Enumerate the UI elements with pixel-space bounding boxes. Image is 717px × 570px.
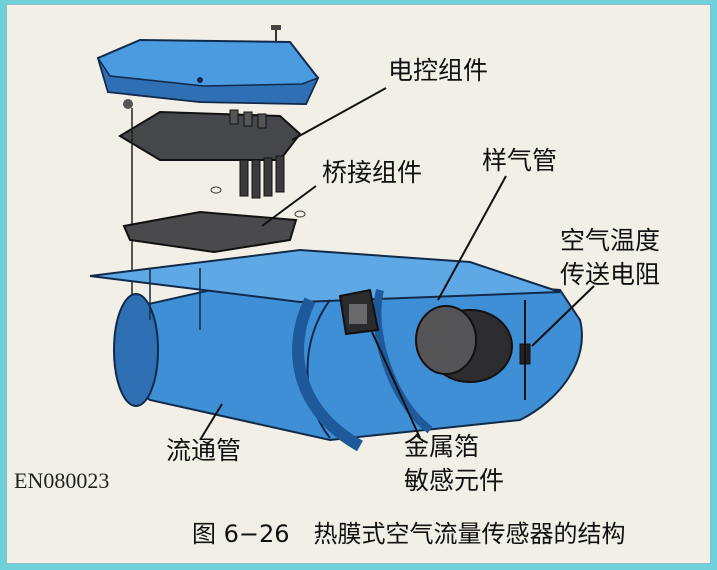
top-cover xyxy=(96,38,320,106)
leader-lines xyxy=(199,87,595,441)
caption-number: 图 6−26 xyxy=(192,520,290,548)
label-sample-tube: 样气管 xyxy=(482,146,558,175)
figure-caption: 图 6−26 热膜式空气流量传感器的结构 xyxy=(192,514,650,549)
label-metal-foil-line2: 敏感元件 xyxy=(404,466,505,495)
label-metal-foil-line1: 金属箔 xyxy=(404,432,480,461)
ecu-screw-icon xyxy=(123,99,133,320)
air-temp-resistor xyxy=(519,300,531,400)
caption-title: 热膜式空气流量传感器的结构 xyxy=(313,520,626,548)
cover-screw-icon xyxy=(271,25,281,42)
metal-foil-element xyxy=(338,288,380,336)
label-air-temp-resistor-line2: 传送电阻 xyxy=(560,260,661,289)
label-air-temp-resistor-line1: 空气温度 xyxy=(560,226,661,255)
label-bridge-assembly: 桥接组件 xyxy=(322,158,423,187)
label-ecu-assembly: 电控组件 xyxy=(388,56,489,85)
label-flow-tube: 流通管 xyxy=(166,436,242,465)
sample-gas-tube xyxy=(415,305,513,383)
ecu-assembly-part xyxy=(118,109,302,199)
figure-code: EN080023 xyxy=(14,468,110,493)
bridge-assembly-plate xyxy=(122,186,306,254)
